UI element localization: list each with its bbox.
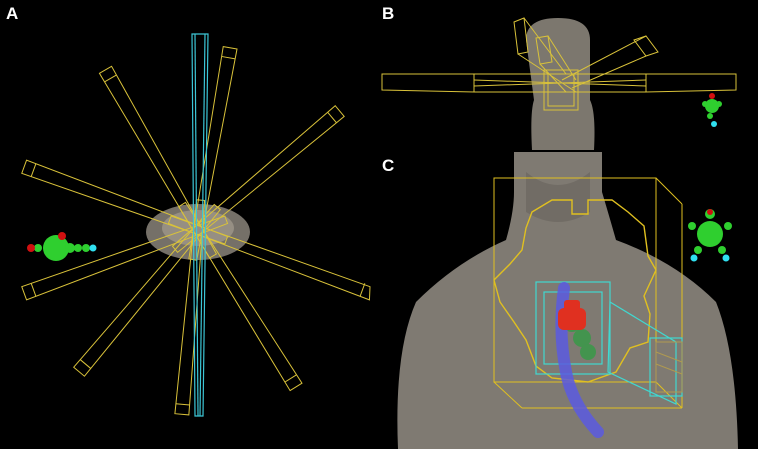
target-contour	[493, 199, 657, 383]
panel-label-c: C	[382, 156, 395, 175]
beam-fan	[21, 46, 371, 416]
small-box	[655, 341, 683, 393]
panel-b-lateral-view: B	[376, 0, 758, 150]
panel-label-b: B	[382, 4, 395, 23]
beam-cap	[30, 283, 37, 297]
beam-outline	[167, 215, 371, 301]
heart-structure	[558, 300, 586, 330]
neck-shadow	[526, 172, 590, 222]
beam-outline	[21, 159, 229, 245]
beam-outline	[174, 199, 206, 416]
central-beam	[191, 33, 209, 417]
beam-outline	[21, 215, 229, 301]
beam-outline	[188, 46, 238, 261]
beam-cap	[359, 283, 366, 297]
orientation-figure-icon	[688, 209, 732, 262]
beam-cap	[221, 55, 236, 60]
beam-cap	[284, 374, 297, 383]
orientation-figure-icon	[27, 232, 97, 261]
beam-outline	[171, 105, 345, 254]
beam-cap	[79, 359, 92, 369]
beam-outline	[178, 201, 303, 392]
beam-outlines	[381, 17, 737, 111]
panel-a-render	[21, 33, 371, 417]
beam-cap	[104, 74, 117, 83]
beam-cap	[30, 163, 37, 177]
beam-outline	[73, 203, 222, 377]
panel-c-anterior-view: C	[376, 152, 758, 449]
orientation-figure-icon	[702, 93, 722, 127]
beam-cap	[327, 111, 337, 124]
head-neck-surface	[526, 18, 595, 150]
panel-c-render	[397, 152, 738, 449]
panel-label-a: A	[6, 4, 19, 23]
panel-b-render	[381, 17, 737, 150]
panel-a-axial-view: A	[0, 0, 372, 449]
beam-cap	[175, 403, 190, 406]
beam-outline	[98, 65, 218, 259]
